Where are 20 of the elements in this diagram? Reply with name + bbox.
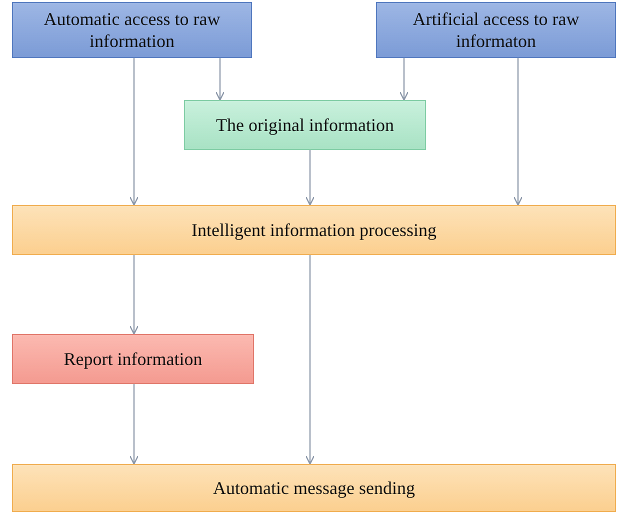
box-label: Intelligent information processing (192, 219, 436, 241)
box-label: Artificial access to raw informaton (412, 8, 580, 52)
box-label: Automatic access to raw information (42, 8, 222, 52)
box-label: Automatic message sending (213, 477, 415, 499)
arrow (129, 58, 139, 206)
arrow (129, 255, 139, 335)
arrow (129, 384, 139, 465)
process-box (184, 100, 426, 150)
process-box (12, 464, 616, 512)
box-label: Report information (64, 348, 202, 370)
process-box (12, 205, 616, 255)
arrow (305, 150, 315, 206)
arrow (305, 255, 315, 465)
arrow (215, 58, 225, 101)
box-label: The original information (216, 114, 394, 136)
arrow (513, 58, 523, 206)
process-box (376, 2, 616, 58)
process-box (12, 2, 252, 58)
arrow (399, 58, 409, 101)
process-box (12, 334, 254, 384)
